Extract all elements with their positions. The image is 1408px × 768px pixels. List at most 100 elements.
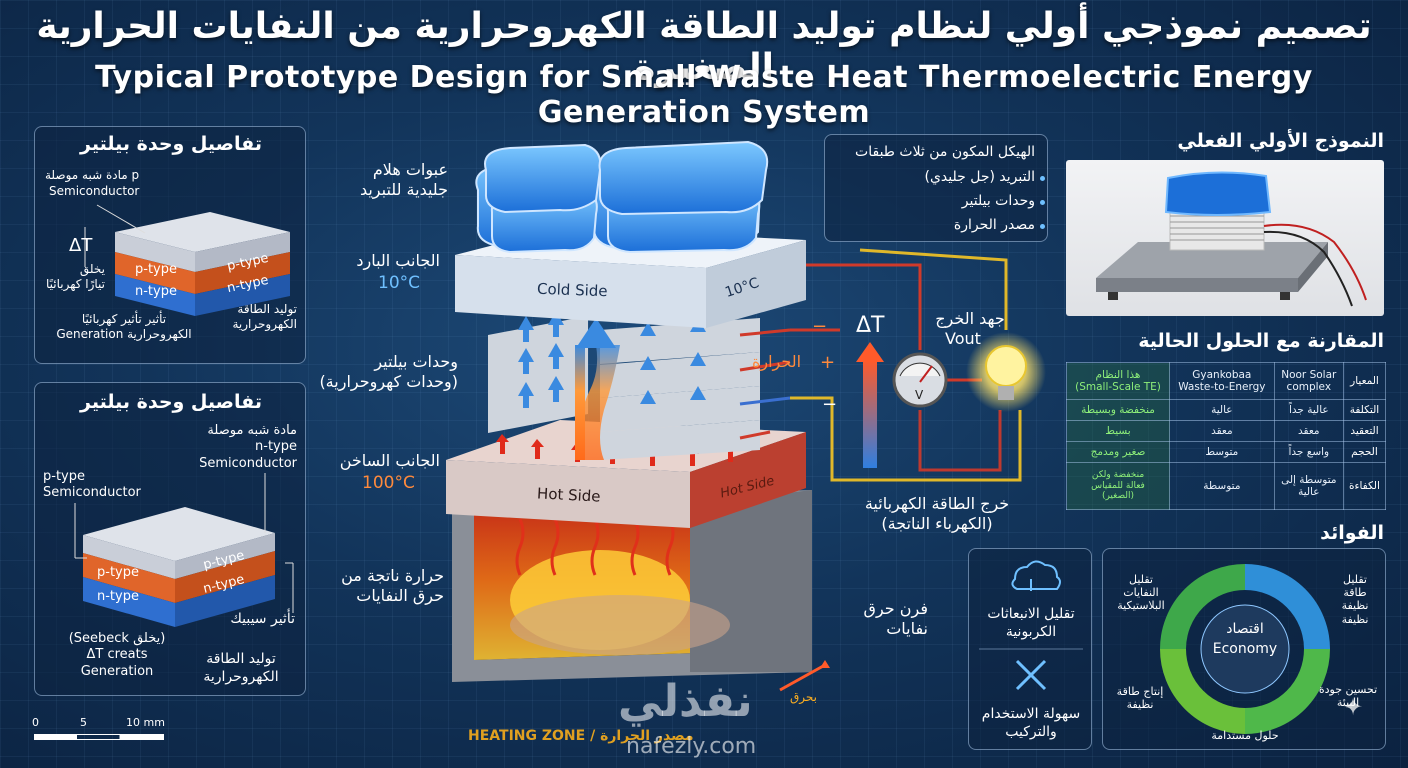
heating-zone-label: HEATING ZONE / مصدر الحرارة	[468, 728, 694, 744]
n-layer-side-top	[195, 274, 290, 316]
watermark-logo: نفذلي	[618, 676, 753, 727]
effect-label-top: تأثير تأثير كهربائيًا الكهروحرارية Gener…	[56, 312, 192, 341]
sparkle-icon: ✦	[1342, 693, 1364, 721]
watermark-url: nafezly.com	[626, 734, 757, 759]
table-cell: الحجم	[1342, 441, 1387, 463]
comparison-table: المعيار Noor Solar complex Gyankobaa Was…	[1065, 361, 1387, 511]
hot-side-en-label: Hot Side	[536, 484, 601, 506]
layer-bullet-3	[1040, 224, 1045, 229]
table-row: الكفاءة متوسطة إلى عالية متوسطة منخفضة و…	[1065, 461, 1387, 511]
peltier-bottom-stack	[74, 473, 294, 627]
peltier-detail-panel-top: تفاصيل وحدة بيلتير مادة شبه موصلة p Semi…	[34, 126, 306, 364]
cold-temp-label: 10°C	[378, 273, 421, 293]
cold-side-en-label: Cold Side	[536, 279, 608, 301]
produce-energy-benefit: إنتاج طاقة نظيفة	[1116, 685, 1164, 712]
layer-item-3: مصدر الحرارة	[953, 217, 1035, 233]
delta-t-label: ΔT	[856, 313, 885, 338]
table-row: التعقيد معقد معقد بسيط	[1065, 420, 1387, 443]
generation-label-top: توليد الطاقة الكهروحرارية	[232, 302, 297, 331]
table-cell: التعقيد	[1342, 420, 1387, 443]
peltier-detail-panel-bottom: تفاصيل وحدة بيلتير مادة شبه موصلة n-type…	[34, 382, 306, 696]
prototype-device-drawing	[1096, 171, 1367, 307]
n-layer-front-top	[115, 274, 195, 316]
table-row: الحجم واسع جداً متوسط صغير ومدمج	[1065, 441, 1387, 463]
layer-item-2: وحدات بيلتير	[961, 193, 1035, 209]
scale-five: 5	[80, 716, 87, 729]
n-semi-label: مادة شبه موصلة n-type Semiconductor	[199, 423, 297, 471]
minus-terminal-2: −	[822, 394, 838, 415]
peltier-bottom-title: تفاصيل وحدة بيلتير	[80, 391, 262, 413]
table-cell: التكلفة	[1342, 399, 1387, 422]
plus-terminal: +	[820, 352, 836, 373]
minus-terminal-1: −	[812, 316, 828, 337]
cold-side-ar-label: الجانب البارد	[356, 251, 440, 270]
electric-output-label: خرج الطاقة الكهربائية (الكهرباء الناتجة)	[864, 494, 1010, 533]
layer-bullet-2	[1040, 200, 1045, 205]
n-layer-front-bottom	[83, 577, 175, 627]
gyankobaa-header: Gyankobaa Waste-to-Energy	[1169, 361, 1275, 401]
table-cell: معقد	[1273, 420, 1344, 443]
benefits-left-panel: تقليل الانبعاثات الكربونية سهولة الاستخد…	[968, 548, 1092, 750]
cloud-icon	[1011, 560, 1061, 591]
waste-heat-label: حرارة ناتجة من حرق النفايات	[341, 566, 444, 605]
table-cell: صغير ومدمج	[1065, 441, 1171, 463]
p-type-front-top: p-type	[135, 262, 177, 277]
plastic-benefit: تقليل النفايات البلاستيكية	[1117, 573, 1165, 613]
table-cell: الكفاءة	[1342, 461, 1387, 511]
carbon-benefit: تقليل الانبعاثات الكربونية	[987, 606, 1075, 641]
layer-item-1: التبريد (جل جليدي)	[924, 169, 1035, 185]
gel-packs-label: عبوات هلام جليدية للتبريد	[359, 160, 448, 199]
table-cell: عالية جداً	[1273, 399, 1344, 422]
prototype-title: النموذج الأولي الفعلي	[1177, 130, 1384, 152]
voltmeter-v-label: V	[915, 388, 924, 402]
economy-center-ar: اقتصاد	[1226, 621, 1264, 637]
layer-bullet-1	[1040, 176, 1045, 181]
p-type-front-bottom: p-type	[97, 565, 139, 580]
p-layer-side-bottom	[175, 551, 275, 603]
title-english: Typical Prototype Design for Small Waste…	[95, 60, 1313, 130]
table-cell: واسع جداً	[1273, 441, 1344, 463]
table-cell: متوسطة إلى عالية	[1273, 461, 1344, 511]
economy-center-en: Economy	[1212, 641, 1278, 657]
peltier-top-title: تفاصيل وحدة بيلتير	[80, 133, 262, 155]
hot-temp-label: 100°C	[362, 473, 415, 493]
economy-cycle	[1160, 564, 1330, 734]
sustainable-benefit: حلول مستدامة	[1211, 729, 1279, 742]
benefits-icons	[979, 560, 1083, 691]
n-layer-side-bottom	[175, 575, 275, 627]
scale-zero: 0	[32, 716, 39, 729]
noor-header: Noor Solar complex	[1273, 361, 1344, 401]
economy-cycle-panel: اقتصاد Economy تقليل النفايات البلاستيكي…	[1102, 548, 1386, 750]
heat-label: الحرارة	[752, 352, 802, 371]
hot-side-ar-label: الجانب الساخن	[339, 451, 440, 470]
scale-bar: 0 5 10 mm	[32, 716, 194, 746]
table-cell: معقد	[1169, 420, 1275, 443]
comparison-header-row: المعيار Noor Solar complex Gyankobaa Was…	[1065, 361, 1387, 401]
scale-ten: 10 mm	[126, 716, 165, 729]
table-cell: متوسط	[1169, 441, 1275, 463]
p-semi-en-label: Semiconductor	[49, 184, 140, 198]
n-type-front-bottom: n-type	[97, 589, 139, 604]
n-type-front-top: n-type	[135, 284, 177, 299]
peltier-units-label: وحدات بيلتير (وحدات كهروحرارية)	[319, 352, 458, 391]
table-cell: عالية	[1169, 399, 1275, 422]
layers-title: الهيكل المكون من ثلاث طبقات	[855, 144, 1035, 160]
criteria-header: المعيار	[1342, 361, 1387, 401]
seebeck-note: (Seebeck يخلق) ΔT creats Generation	[68, 631, 166, 679]
benefits-title: الفوائد	[1320, 522, 1384, 544]
environment-benefit: تحسين جودة البيئة	[1318, 683, 1378, 710]
this-system-header: هذا النظام (Small-Scale TE)	[1065, 361, 1171, 401]
layers-panel: الهيكل المكون من ثلاث طبقات التبريد (جل …	[824, 134, 1048, 242]
p-layer-front-bottom	[83, 553, 175, 603]
table-cell: متوسطة	[1169, 461, 1275, 511]
clean-energy-benefit: تقليل طاقة نظيفة نظيفة	[1341, 573, 1369, 626]
p-semi-ar-label: مادة شبه موصلة p	[45, 168, 140, 182]
table-cell: بسيط	[1065, 420, 1171, 443]
ease-benefit: سهولة الاستخدام والتركيب	[981, 706, 1081, 741]
tools-icon	[1015, 659, 1047, 691]
table-cell: منخفضة ولكن فعالة للمقياس (الصغير)	[1065, 461, 1171, 511]
title-arabic: تصميم نموذجي أولي لنظام توليد الطاقة الك…	[36, 6, 1372, 88]
table-cell: منخفضة وبسيطة	[1065, 399, 1171, 422]
vout-ar-label: جهد الخرج	[935, 309, 1005, 328]
delta-t-top: ΔT	[69, 235, 93, 256]
